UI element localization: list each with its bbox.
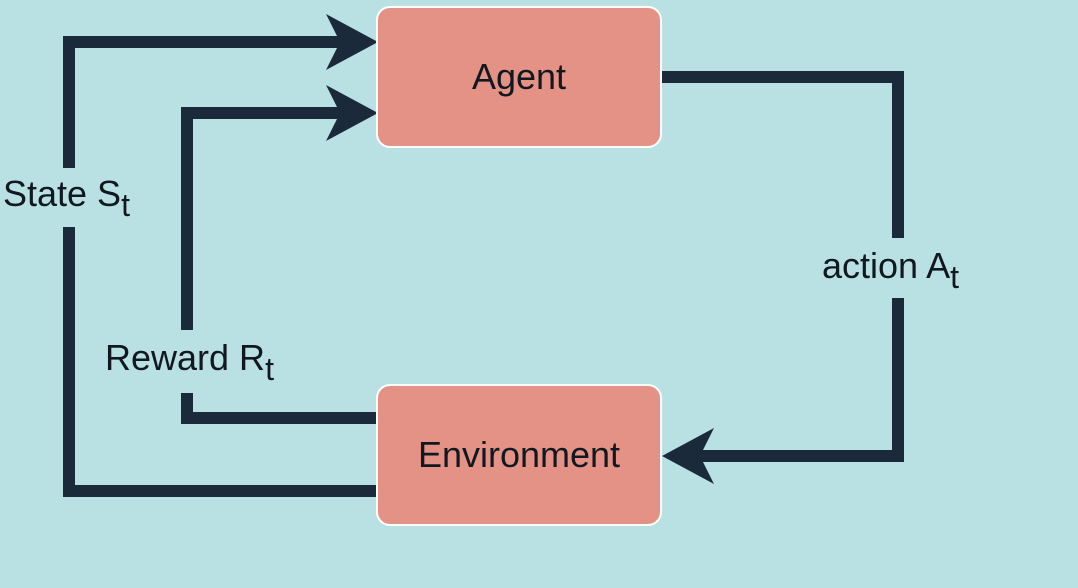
reward-label-subscript: t (265, 351, 274, 387)
action-arrow (662, 71, 904, 484)
state-arrow (63, 14, 378, 497)
state-label: State St (3, 173, 130, 222)
reward-arrow (181, 85, 378, 424)
environment-node: Environment (376, 384, 662, 526)
action-label-text: action A (822, 245, 951, 286)
environment-label: Environment (417, 434, 621, 475)
action-label: action At (822, 245, 959, 294)
state-label-subscript: t (121, 187, 130, 223)
reward-label: Reward Rt (105, 337, 274, 386)
reward-label-text: Reward R (105, 337, 266, 378)
agent-node: Agent (376, 6, 662, 148)
action-label-subscript: t (950, 259, 959, 295)
state-label-text: State S (3, 173, 122, 214)
agent-label: Agent (471, 56, 567, 97)
action-arrowhead (662, 428, 714, 484)
state-arrowhead (326, 14, 378, 70)
reward-arrowhead (326, 85, 378, 141)
